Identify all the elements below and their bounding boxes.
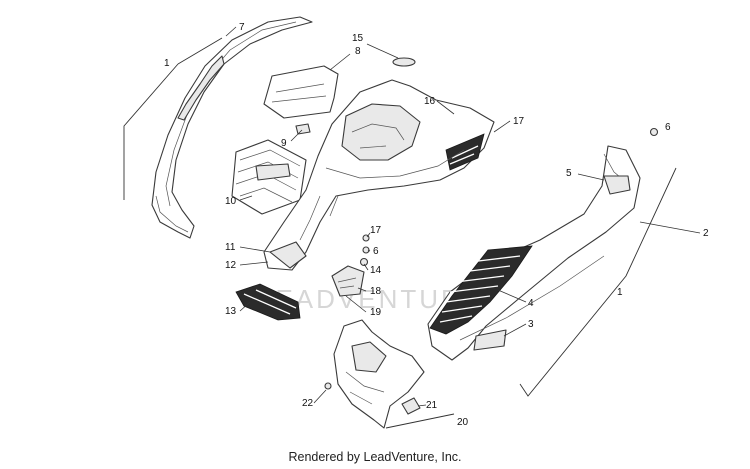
leader-9 (290, 129, 303, 142)
part-trim-21[interactable] (401, 397, 421, 415)
callout-15: 15 (352, 33, 364, 44)
part-hood-body[interactable] (263, 79, 495, 271)
callout-1-right: 1 (617, 287, 623, 298)
callout-22: 22 (302, 398, 314, 409)
leader-14 (363, 263, 369, 271)
part-vent-grille[interactable] (231, 139, 307, 215)
callout-20: 20 (457, 417, 469, 428)
part-cap-15[interactable] (392, 57, 416, 67)
bracket-part-1-left (123, 37, 223, 200)
callout-10: 10 (225, 196, 237, 207)
callout-19: 19 (370, 307, 382, 318)
footer-credit: Rendered by LeadVenture, Inc. (288, 450, 462, 464)
leader-11 (239, 246, 271, 253)
callout-17-top: 17 (513, 116, 525, 127)
bracket-part-1-right (519, 167, 677, 397)
callout-11: 11 (225, 242, 236, 253)
part-clip-9[interactable] (295, 123, 311, 135)
callout-2: 2 (703, 228, 709, 239)
leader-18 (357, 287, 367, 292)
callout-9: 9 (281, 138, 287, 149)
leader-10 (239, 195, 253, 201)
part-visor-panel[interactable] (263, 65, 339, 119)
leader-13 (239, 301, 251, 312)
callout-3: 3 (528, 319, 534, 330)
leader-2 (639, 221, 701, 234)
leader-8 (329, 53, 351, 71)
part-fastener-6-right[interactable] (649, 127, 659, 137)
callout-4: 4 (528, 298, 534, 309)
leader-22 (313, 389, 327, 404)
callout-13: 13 (225, 306, 237, 317)
callout-8: 8 (355, 46, 361, 57)
part-fastener-22[interactable] (324, 382, 332, 390)
part-decal-3[interactable] (473, 329, 507, 351)
leader-17a (493, 120, 511, 133)
part-fastener-6[interactable] (362, 246, 370, 254)
part-washer-14[interactable] (359, 257, 369, 267)
leader-6b (367, 249, 371, 252)
leader-7 (225, 26, 237, 37)
callout-6-mid: 6 (373, 246, 379, 257)
callout-16: 16 (424, 96, 436, 107)
leader-3 (503, 323, 527, 337)
callout-21: 21 (426, 400, 438, 411)
leader-21 (417, 404, 427, 407)
callout-14: 14 (370, 265, 382, 276)
part-bracket-18[interactable] (331, 265, 365, 297)
leader-15 (366, 43, 399, 59)
bracket-part-20 (385, 413, 455, 429)
leader-19 (345, 295, 367, 313)
leader-16 (436, 100, 455, 115)
callout-7: 7 (239, 22, 245, 33)
part-screen-13[interactable] (235, 283, 301, 321)
callout-18: 18 (370, 286, 382, 297)
leader-12 (239, 261, 269, 266)
leader-17b (366, 232, 371, 238)
leader-5 (577, 173, 605, 181)
part-windshield-left[interactable] (151, 16, 313, 239)
callout-6-top: 6 (665, 122, 671, 133)
part-nose-cone[interactable] (333, 319, 425, 429)
callout-5: 5 (566, 168, 572, 179)
leader-4 (497, 289, 527, 303)
part-side-panel-right[interactable] (427, 145, 641, 361)
callout-1-left: 1 (164, 58, 170, 69)
callout-17-mid: 17 (370, 225, 382, 236)
callout-12: 12 (225, 260, 237, 271)
